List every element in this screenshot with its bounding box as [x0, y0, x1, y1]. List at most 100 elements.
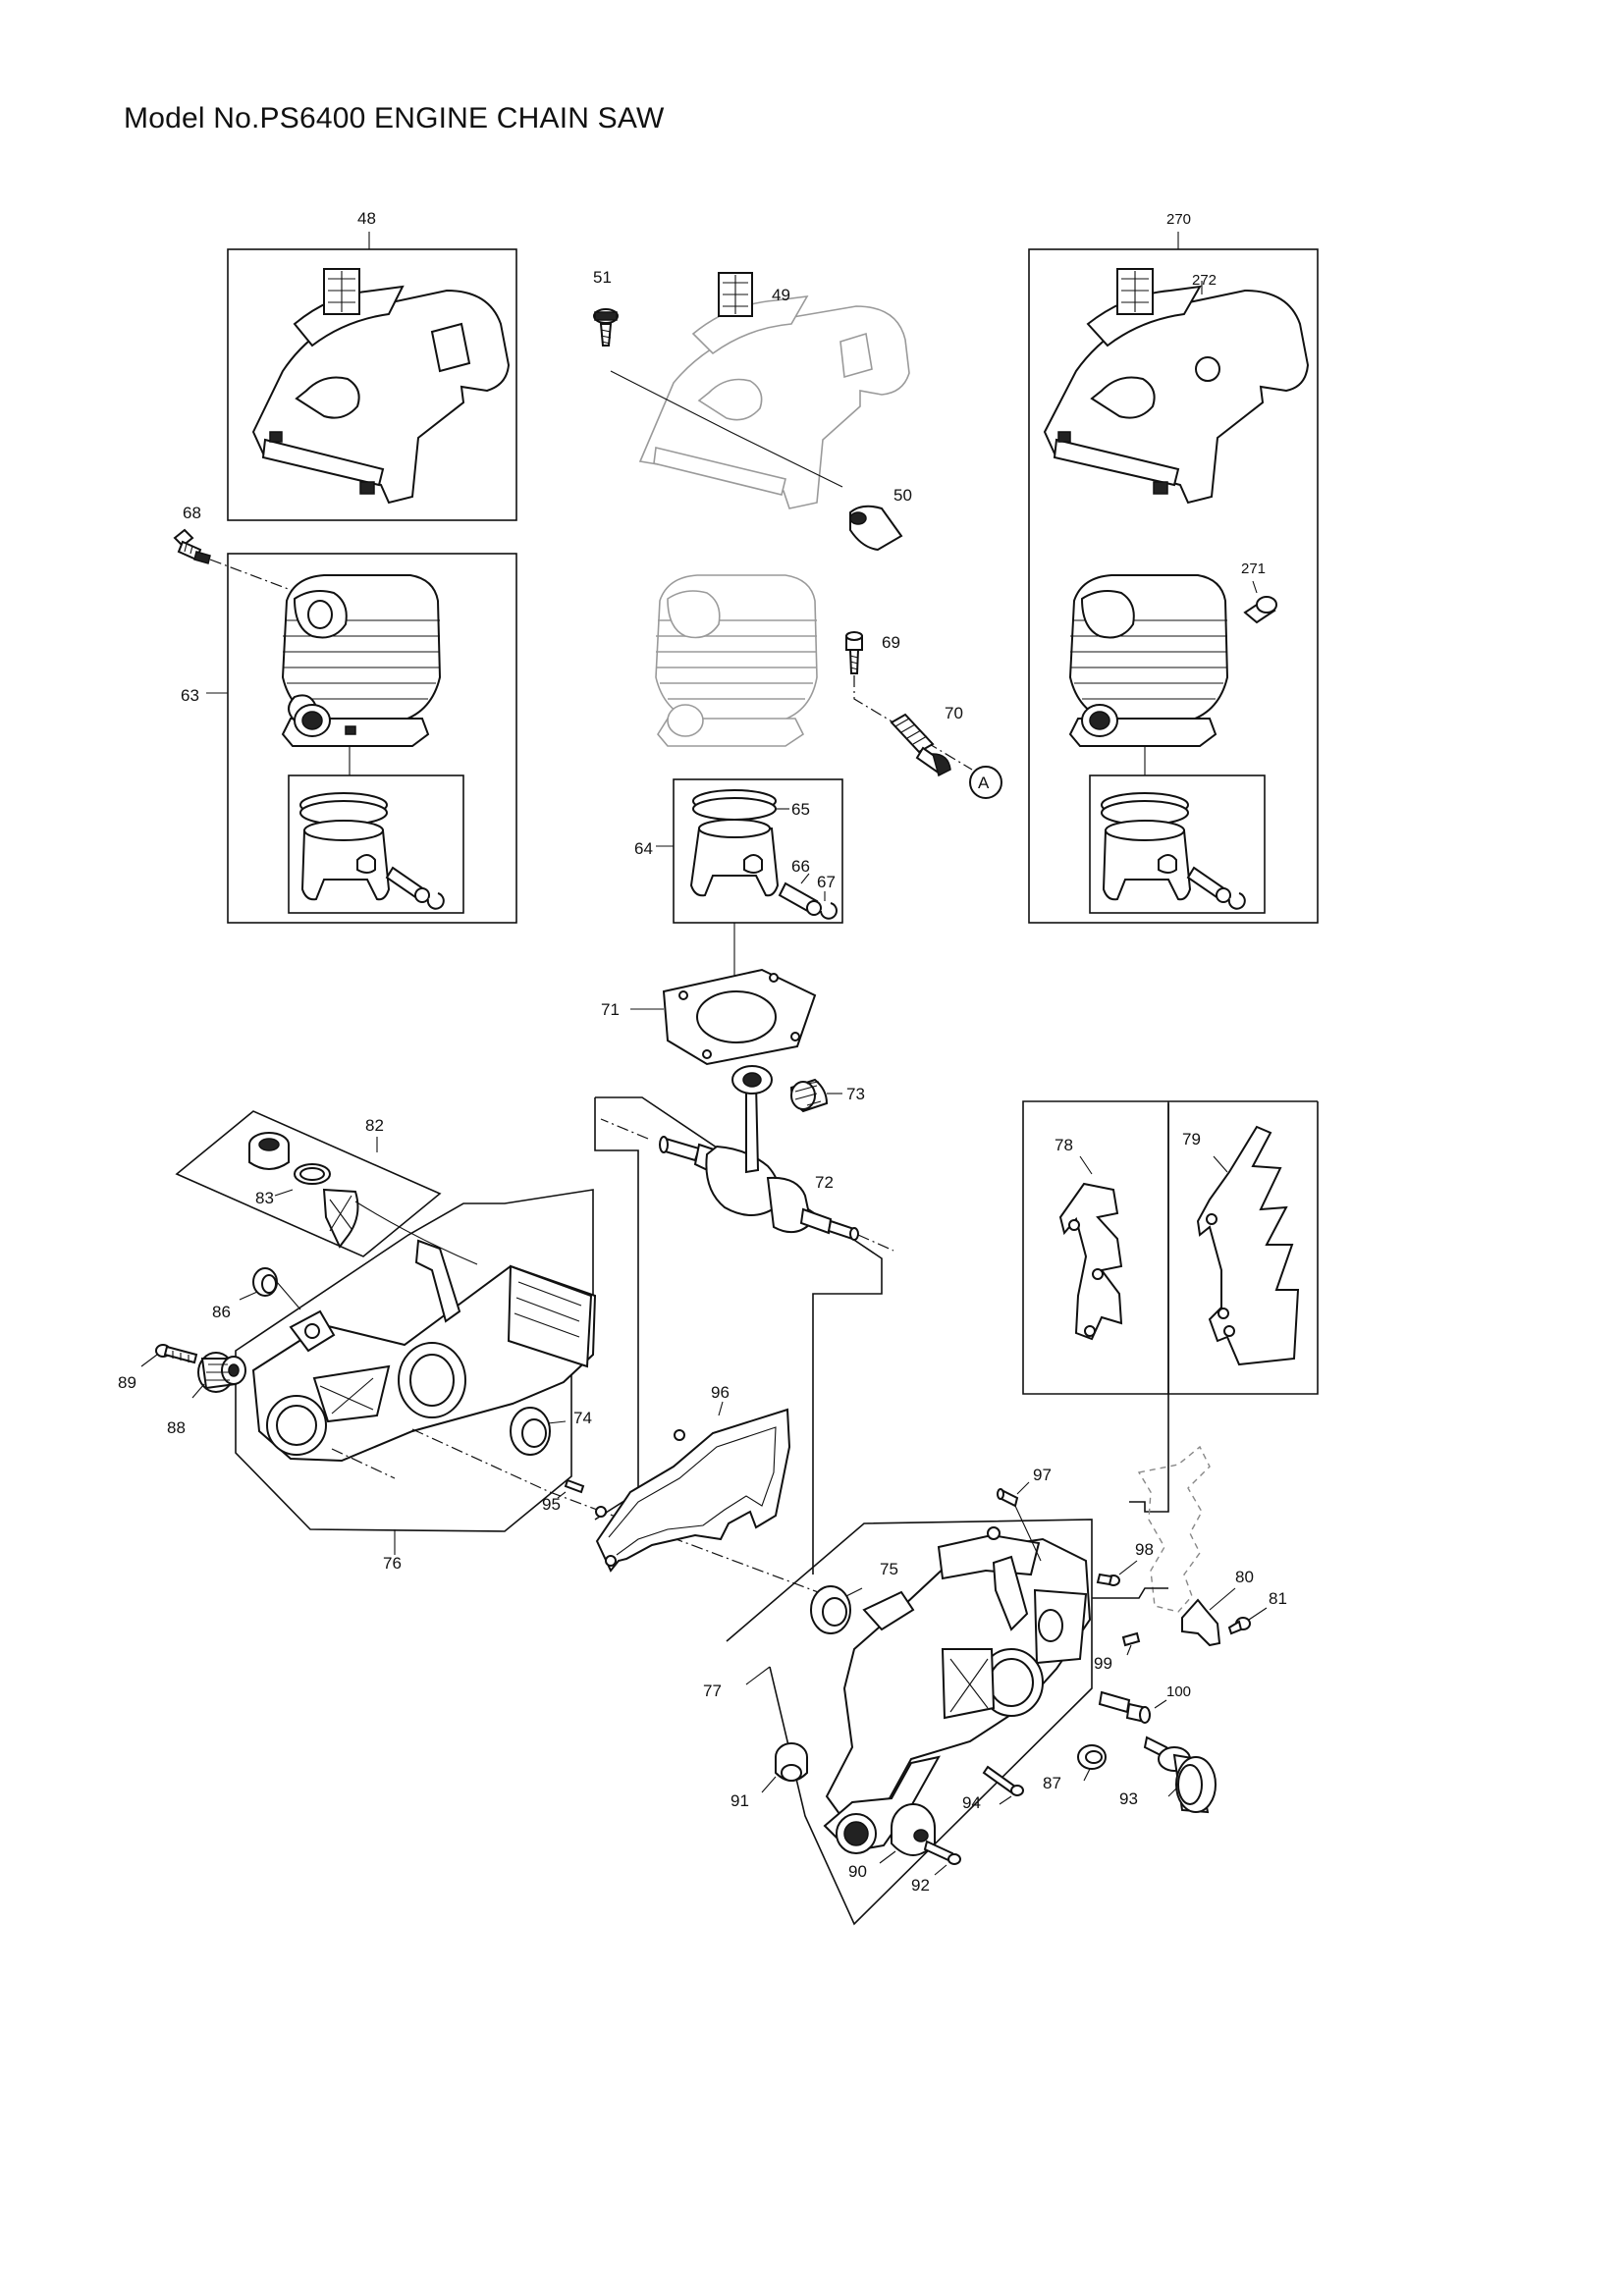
crankcase-76 — [251, 1239, 597, 1463]
callout-80: 80 — [1235, 1568, 1254, 1586]
pin-95 — [557, 1478, 585, 1499]
grommet-50 — [849, 505, 903, 552]
circlip-67 — [820, 891, 838, 920]
decompression-valve-271 — [1243, 580, 1277, 624]
buffer-88 — [191, 1352, 246, 1399]
callout-77: 77 — [703, 1682, 722, 1700]
bumper-spike-78 — [1058, 1155, 1123, 1341]
piston-64 — [689, 819, 780, 897]
ref-circle-A — [969, 766, 1002, 799]
cylinder-cover-48 — [251, 268, 511, 505]
bolt-69 — [845, 631, 863, 674]
callout-67: 67 — [817, 873, 836, 891]
buffer-90 — [879, 1803, 936, 1864]
crankshaft-72 — [659, 1065, 859, 1241]
piston-box-64 — [656, 778, 843, 924]
callout-81: 81 — [1269, 1589, 1287, 1608]
callout-83: 83 — [255, 1189, 274, 1207]
callout-78: 78 — [1055, 1136, 1073, 1154]
callout-66: 66 — [791, 857, 810, 876]
bolt-69-axis — [853, 675, 973, 771]
screw-81 — [1227, 1607, 1268, 1635]
screw-94 — [982, 1765, 1024, 1805]
callout-100: 100 — [1166, 1683, 1191, 1700]
callout-73: 73 — [846, 1085, 865, 1103]
group-box-63 — [206, 553, 517, 924]
callout-99: 99 — [1094, 1654, 1112, 1673]
callout-96: 96 — [711, 1383, 730, 1402]
callout-A: A — [978, 774, 990, 792]
callout-68: 68 — [183, 504, 201, 522]
piston-box-63 — [288, 774, 464, 914]
bumper-spike-79 — [1196, 1125, 1300, 1366]
crankshaft-axis — [600, 1118, 649, 1140]
screw-89 — [140, 1344, 198, 1367]
callout-90: 90 — [848, 1862, 867, 1881]
tank-seal-83 — [274, 1163, 331, 1197]
group-box-48 — [227, 232, 517, 521]
callout-93: 93 — [1119, 1789, 1138, 1808]
callout-270: 270 — [1166, 211, 1191, 228]
callout-86: 86 — [212, 1303, 231, 1321]
spark-plug-68 — [173, 528, 211, 564]
group-box-270 — [1028, 232, 1319, 924]
gasket-96 — [595, 1401, 791, 1573]
callout-71: 71 — [601, 1000, 620, 1019]
bearing-74 — [510, 1407, 567, 1456]
screw-51 — [593, 308, 619, 347]
cylinder-cover-272 — [1043, 268, 1310, 505]
callout-95: 95 — [542, 1495, 561, 1514]
screw-92 — [923, 1840, 961, 1876]
piston-box-270 — [1089, 774, 1266, 914]
tank-cap-82 — [248, 1132, 290, 1170]
strainer-hose — [354, 1201, 478, 1265]
pin-97-axis — [1014, 1505, 1042, 1562]
screw-98 — [1096, 1560, 1138, 1586]
callout-48: 48 — [357, 209, 376, 228]
callout-97: 97 — [1033, 1466, 1052, 1484]
bumper-ghost — [1137, 1445, 1211, 1613]
callout-79: 79 — [1182, 1130, 1201, 1148]
callout-72: 72 — [815, 1173, 834, 1192]
callout-labels: 48 51 49 50 270 272 271 68 63 69 70 A 65… — [118, 209, 1287, 1895]
decompression-valve-70 — [890, 713, 951, 777]
callout-89: 89 — [118, 1373, 136, 1392]
needle-bearing-73 — [789, 1078, 842, 1113]
cylinder-cover-ghost-49 — [638, 272, 910, 509]
group-box-78-79 — [1022, 1100, 1319, 1513]
callout-74: 74 — [573, 1409, 592, 1427]
piston-63 — [299, 792, 445, 910]
gasket-71 — [630, 968, 817, 1066]
crankcase-join-axis-2 — [331, 1448, 396, 1479]
callout-94: 94 — [962, 1793, 981, 1812]
buffer-93 — [1143, 1735, 1217, 1814]
seal-86 — [239, 1267, 278, 1301]
callout-272: 272 — [1192, 272, 1217, 289]
callout-88: 88 — [167, 1418, 186, 1437]
tank-strainer-83 — [322, 1188, 359, 1249]
crankcase-join-axis — [411, 1428, 830, 1597]
callout-64: 64 — [634, 839, 653, 858]
ring-91 — [761, 1742, 808, 1793]
callout-69: 69 — [882, 633, 900, 652]
seal-87 — [1077, 1744, 1107, 1782]
screw-51-axis — [610, 370, 843, 488]
callout-63: 63 — [181, 686, 199, 705]
plate-80 — [1181, 1587, 1236, 1647]
callout-65: 65 — [791, 800, 810, 819]
piston-pin-66 — [778, 873, 822, 916]
cylinder-ghost — [655, 574, 818, 747]
callout-271: 271 — [1241, 561, 1266, 577]
piston-rings-65 — [692, 789, 789, 821]
callout-75: 75 — [880, 1560, 898, 1578]
callout-82: 82 — [365, 1116, 384, 1135]
callout-49: 49 — [772, 286, 790, 304]
cylinder-270 — [1068, 574, 1229, 747]
pin-99 — [1121, 1631, 1141, 1656]
callout-91: 91 — [730, 1791, 749, 1810]
callout-50: 50 — [893, 486, 912, 505]
callout-76: 76 — [383, 1554, 402, 1573]
callout-98: 98 — [1135, 1540, 1154, 1559]
piston-270 — [1101, 792, 1246, 910]
